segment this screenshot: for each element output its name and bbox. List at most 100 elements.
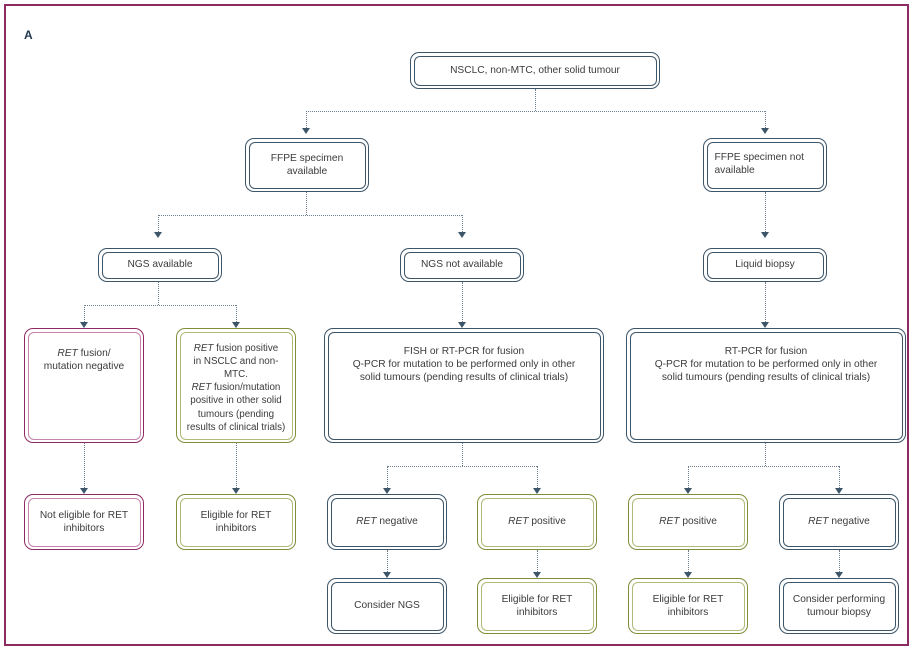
node-ret-negative-fish[interactable]: RET negative — [327, 494, 447, 550]
connector-to-ret-negative-liquid — [839, 466, 840, 488]
node-eligible-ngs[interactable]: Eligible for RET inhibitors — [176, 494, 296, 550]
node-ret-fusion-negative[interactable]: RET fusion/ mutation negative — [24, 328, 144, 443]
node-fish-rtpcr[interactable]: FISH or RT-PCR for fusion Q-PCR for muta… — [324, 328, 604, 443]
node-ngs-not-available-inner: NGS not available — [403, 251, 521, 279]
rpl-rest: positive — [679, 516, 717, 528]
node-ret-negative-fish-inner: RET negative — [330, 497, 444, 547]
arrowhead-ret-positive-fish — [532, 488, 541, 494]
node-rtpcr-liquid-label: RT-PCR for fusion Q-PCR for mutation to … — [638, 345, 895, 385]
node-eligible-fish-label: Eligible for RET inhibitors — [501, 593, 573, 618]
rtpcr-line-1: RT-PCR for fusion — [724, 345, 808, 357]
node-ngs-available[interactable]: NGS available — [98, 248, 222, 282]
connector-to-ngs-available — [158, 215, 159, 232]
node-consider-ngs-label: Consider NGS — [354, 600, 420, 612]
connector-fish-result-bus — [387, 466, 537, 467]
panel-label: A — [24, 28, 33, 42]
node-ret-negative-liquid[interactable]: RET negative — [779, 494, 899, 550]
node-ret-positive-liquid[interactable]: RET positive — [628, 494, 748, 550]
fish-line-1: FISH or RT-PCR for fusion — [403, 345, 525, 357]
connector-rtpcr-down — [765, 443, 766, 466]
rpf-italic: RET — [508, 516, 529, 528]
fish-line-3: solid tumours (pending results of clinic… — [359, 372, 569, 384]
node-rtpcr-liquid-inner: RT-PCR for fusion Q-PCR for mutation to … — [629, 331, 903, 440]
rnf-rest: negative — [376, 516, 418, 528]
connector-root-down — [535, 89, 536, 111]
node-ffpe-not-available[interactable]: FFPE specimen not available — [703, 138, 827, 192]
connector-ngs-bus — [158, 215, 462, 216]
fp-italic-1: RET — [193, 342, 214, 354]
ret-line-2: mutation negative — [43, 360, 125, 372]
node-ret-fusion-positive-ngs[interactable]: RET fusion positive in NSCLC and non-MTC… — [176, 328, 296, 443]
arrowhead-ret-negative-fish — [382, 488, 391, 494]
node-ret-positive-fish[interactable]: RET positive — [477, 494, 597, 550]
node-ret-fusion-positive-ngs-label: RET fusion positive in NSCLC and non-MTC… — [185, 342, 288, 434]
node-rtpcr-liquid[interactable]: RT-PCR for fusion Q-PCR for mutation to … — [626, 328, 906, 443]
node-ret-positive-liquid-inner: RET positive — [631, 497, 745, 547]
connector-ret-positive-fish-down — [537, 550, 538, 572]
node-ngs-available-label: NGS available — [127, 259, 193, 271]
node-root[interactable]: NSCLC, non-MTC, other solid tumour — [410, 52, 660, 89]
node-ret-fusion-positive-ngs-inner: RET fusion positive in NSCLC and non-MTC… — [179, 331, 293, 440]
node-ret-negative-fish-label: RET negative — [339, 515, 436, 528]
fp-line-2: in NSCLC and non-MTC. — [193, 355, 279, 380]
node-not-eligible[interactable]: Not eligible for RET inhibitors — [24, 494, 144, 550]
arrowhead-consider-ngs — [382, 572, 391, 578]
connector-to-ffpe-not-available — [765, 111, 766, 128]
fp-line-6: results of clinical trials) — [186, 421, 286, 433]
fp-line-4: positive in other solid — [190, 395, 282, 407]
connector-ret-negative-liquid-down — [839, 550, 840, 572]
node-consider-ngs-inner: Consider NGS — [330, 581, 444, 631]
node-eligible-ngs-inner: Eligible for RET inhibitors — [179, 497, 293, 547]
fish-line-2: Q-PCR for mutation to be performed only … — [352, 358, 576, 370]
arrowhead-rtpcr-liquid — [760, 322, 769, 328]
ret-italic-1: RET — [57, 347, 78, 359]
node-ret-positive-fish-label: RET positive — [489, 515, 586, 528]
node-ffpe-available[interactable]: FFPE specimen available — [245, 138, 369, 192]
node-fish-rtpcr-label: FISH or RT-PCR for fusion Q-PCR for muta… — [336, 345, 593, 385]
rnf-italic: RET — [356, 516, 377, 528]
connector-liquid-biopsy-down — [765, 282, 766, 322]
node-ffpe-not-available-label: FFPE specimen not available — [714, 151, 804, 176]
node-ret-positive-fish-inner: RET positive — [480, 497, 594, 547]
node-eligible-liquid-label: Eligible for RET inhibitors — [652, 593, 724, 618]
connector-fish-down — [462, 443, 463, 466]
rpf-rest: positive — [528, 516, 566, 528]
connector-to-ret-positive-fish — [537, 466, 538, 488]
node-ret-positive-liquid-label: RET positive — [640, 515, 737, 528]
node-eligible-fish-inner: Eligible for RET inhibitors — [480, 581, 594, 631]
connector-ffpe-available-down — [306, 192, 307, 215]
node-consider-biopsy[interactable]: Consider performing tumour biopsy — [779, 578, 899, 634]
connector-to-ret-positive-liquid — [688, 466, 689, 488]
node-ffpe-available-inner: FFPE specimen available — [248, 141, 366, 189]
arrowhead-eligible-ngs — [231, 488, 240, 494]
figure-outer-frame: A — [4, 4, 909, 646]
node-eligible-fish[interactable]: Eligible for RET inhibitors — [477, 578, 597, 634]
node-ngs-not-available[interactable]: NGS not available — [400, 248, 524, 282]
node-not-eligible-label: Not eligible for RET inhibitors — [39, 509, 129, 534]
node-liquid-biopsy[interactable]: Liquid biopsy — [703, 248, 827, 282]
rtpcr-line-3: solid tumours (pending results of clinic… — [661, 372, 871, 384]
node-ffpe-not-available-inner: FFPE specimen not available — [706, 141, 824, 189]
node-liquid-biopsy-inner: Liquid biopsy — [706, 251, 824, 279]
node-eligible-liquid[interactable]: Eligible for RET inhibitors — [628, 578, 748, 634]
fp-rest-1: fusion positive — [213, 342, 279, 354]
arrowhead-ret-fusion-positive — [231, 322, 240, 328]
node-ret-fusion-negative-label: RET fusion/ mutation negative — [36, 347, 133, 374]
arrowhead-ret-fusion-negative — [79, 322, 88, 328]
connector-to-ret-negative — [84, 305, 85, 322]
arrowhead-ngs-not-available — [457, 232, 466, 238]
connector-ret-negative-fish-down — [387, 550, 388, 572]
node-ffpe-available-label: FFPE specimen available — [257, 152, 358, 179]
connector-ngs-result-bus — [84, 305, 236, 306]
connector-ret-negative-down — [84, 443, 85, 488]
arrowhead-eligible-fish — [532, 572, 541, 578]
node-consider-ngs[interactable]: Consider NGS — [327, 578, 447, 634]
arrowhead-ret-positive-liquid — [683, 488, 692, 494]
node-eligible-liquid-inner: Eligible for RET inhibitors — [631, 581, 745, 631]
connector-ngs-available-down — [158, 282, 159, 305]
arrowhead-liquid-biopsy — [760, 232, 769, 238]
node-consider-biopsy-label: Consider performing tumour biopsy — [792, 593, 886, 618]
node-ngs-available-inner: NGS available — [101, 251, 219, 279]
node-ret-negative-liquid-inner: RET negative — [782, 497, 896, 547]
